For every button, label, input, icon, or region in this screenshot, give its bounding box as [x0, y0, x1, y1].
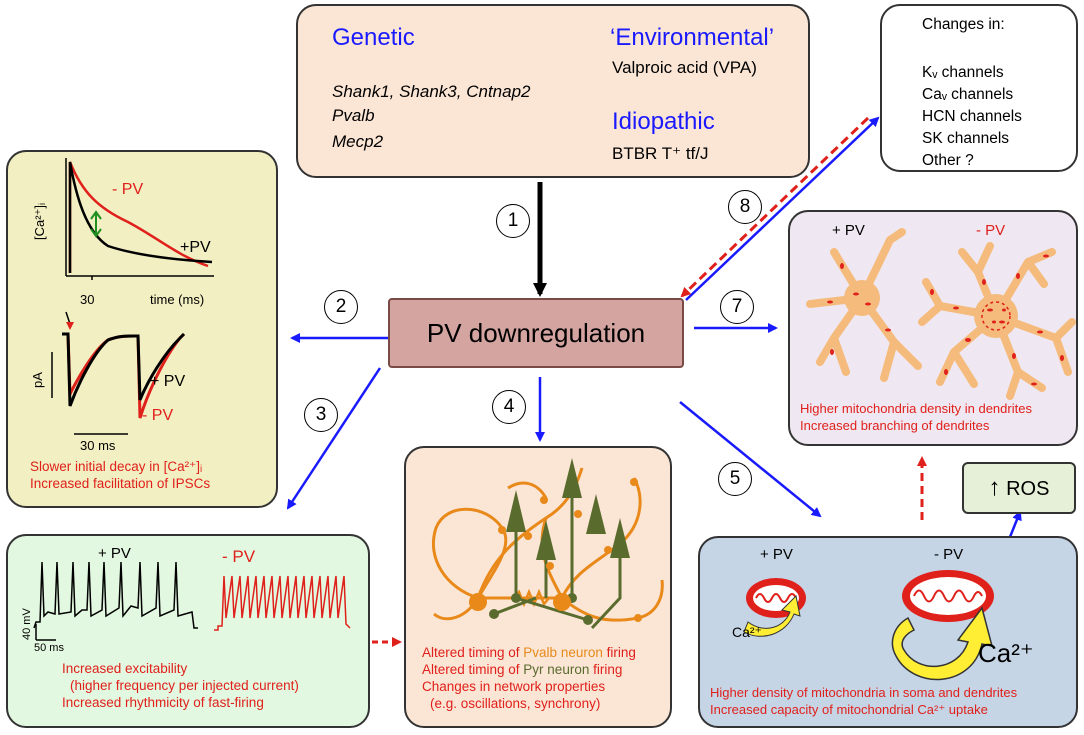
calcium-flow-arrow-large	[891, 606, 994, 681]
calcium-caption-line: Slower initial decay in [Ca²⁺]ᵢ	[30, 459, 203, 474]
channel-item: SK channels	[922, 130, 1010, 147]
mito-caption-line: Increased capacity of mitochondrial Ca²⁺…	[710, 702, 988, 717]
calcium-x-label: time (ms)	[150, 292, 204, 307]
ipsc-scale-label: 30 ms	[80, 438, 116, 452]
network-caption-line: Altered timing of Pyr neuron firing	[422, 662, 623, 677]
dendrite-drawing	[806, 228, 1076, 400]
environmental-item: Valproic acid (VPA)	[612, 58, 757, 77]
mito-plus-pv-label: + PV	[760, 546, 793, 563]
network-caption: Altered timing of Pvalb neuron firing Al…	[422, 644, 636, 712]
mito-caption: Higher density of mitochondria in soma a…	[710, 684, 1017, 718]
calcium-small-label: Ca²⁺	[732, 624, 762, 640]
channels-list: Kᵥ channels Caᵥ channels HCN channels SK…	[922, 62, 1022, 172]
environmental-title: ‘Environmental’	[610, 24, 775, 51]
calcium-plus-pv-label: +PV	[180, 239, 211, 256]
dendrite-caption-line: Higher mitochondria density in dendrites	[800, 401, 1032, 416]
ipsc-trace-plus-pv	[62, 332, 186, 407]
calcium-caption-line: Increased facilitation of IPSCs	[30, 476, 211, 491]
idiopathic-item: BTBR T⁺ tf/J	[612, 144, 709, 163]
firing-scale-ms: 50 ms	[34, 642, 64, 654]
channel-item: HCN channels	[922, 108, 1022, 125]
genetic-genes-line1: Shank1, Shank3, Cntnap2	[332, 82, 531, 101]
channels-box: Changes in: Kᵥ channels Caᵥ channels HCN…	[880, 4, 1078, 172]
channel-item: Caᵥ channels	[922, 86, 1014, 103]
network-caption-line: (e.g. oscillations, synchrony)	[430, 696, 601, 711]
firing-panel: + PV - PV 40 mV 50 ms Increased excitabi…	[6, 534, 370, 728]
firing-caption-line: (higher frequency per injected current)	[70, 678, 299, 693]
dendrite-caption-line: Increased branching of dendrites	[800, 418, 990, 433]
channel-item: Kᵥ channels	[922, 64, 1004, 81]
firing-trace-minus-pv	[214, 575, 351, 631]
ros-box: ↑ ROS	[962, 462, 1076, 514]
firing-scale-mv: 40 mV	[21, 608, 33, 640]
ipsc-plus-pv-label: + PV	[150, 373, 185, 390]
ipsc-minus-pv-label: - PV	[142, 407, 173, 424]
ros-up-arrow: ↑	[988, 474, 1001, 501]
calcium-panel: [Ca²⁺]ᵢ - PV +PV 30 time (ms) pA + PV - …	[6, 150, 278, 508]
genetic-genes-line2: Pvalb	[332, 106, 375, 125]
firing-trace-plus-pv	[33, 561, 198, 629]
firing-plus-pv-label: + PV	[98, 545, 131, 562]
genetic-genes-line3: Mecp2	[332, 132, 384, 151]
calcium-trace-plus-pv	[68, 161, 213, 273]
dendrite-panel: + PV - PV	[788, 210, 1078, 446]
pv-downregulation-node: PV downregulation	[388, 298, 684, 368]
mitochondria-panel: + PV - PV Ca²⁺ Ca²⁺ Higher density of mi…	[698, 536, 1078, 728]
calcium-y-label: [Ca²⁺]ᵢ	[32, 203, 47, 240]
dendrite-minus-pv-label: - PV	[976, 222, 1006, 239]
dendrite-caption: Higher mitochondria density in dendrites…	[800, 400, 1032, 434]
calcium-large-label: Ca²⁺	[978, 638, 1034, 668]
firing-traces: + PV - PV 40 mV	[21, 545, 351, 641]
firing-caption: Increased excitability (higher frequency…	[62, 660, 299, 711]
network-caption-line: Altered timing of Pvalb neuron firing	[422, 645, 636, 660]
idiopathic-title: Idiopathic	[612, 108, 715, 135]
ros-label: ROS	[1006, 478, 1050, 500]
genetic-title: Genetic	[332, 24, 415, 51]
arrow-8-red-dashed	[680, 116, 870, 298]
calcium-caption: Slower initial decay in [Ca²⁺]ᵢ Increase…	[30, 458, 210, 492]
arrow-8-blue	[685, 116, 880, 301]
firing-minus-pv-label: - PV	[222, 547, 256, 566]
causes-box: Genetic Shank1, Shank3, Cntnap2 Pvalb Me…	[296, 4, 810, 178]
calcium-minus-pv-label: - PV	[112, 181, 143, 198]
calcium-traces: [Ca²⁺]ᵢ - PV +PV 30 time (ms) pA + PV - …	[30, 158, 214, 452]
channel-item: Other ?	[922, 152, 974, 169]
mito-minus-pv-label: - PV	[934, 546, 964, 563]
network-diagram	[431, 458, 664, 630]
channels-title: Changes in:	[922, 16, 1005, 33]
calcium-flow-arrow-small	[743, 594, 801, 637]
network-caption-line: Changes in network properties	[422, 679, 606, 694]
ipsc-y-label: pA	[30, 372, 45, 388]
calcium-x-tick: 30	[80, 292, 94, 307]
calcium-trace-minus-pv	[68, 161, 209, 273]
mitochondria-drawing	[743, 570, 994, 681]
dendrite-plus-pv-label: + PV	[832, 222, 865, 239]
firing-caption-line: Increased excitability	[62, 661, 188, 676]
mito-caption-line: Higher density of mitochondria in soma a…	[710, 685, 1018, 700]
firing-caption-line: Increased rhythmicity of fast-firing	[62, 695, 264, 710]
arrow-3	[286, 367, 382, 510]
arrow-5	[679, 401, 822, 518]
network-panel: Altered timing of Pvalb neuron firing Al…	[404, 446, 672, 728]
